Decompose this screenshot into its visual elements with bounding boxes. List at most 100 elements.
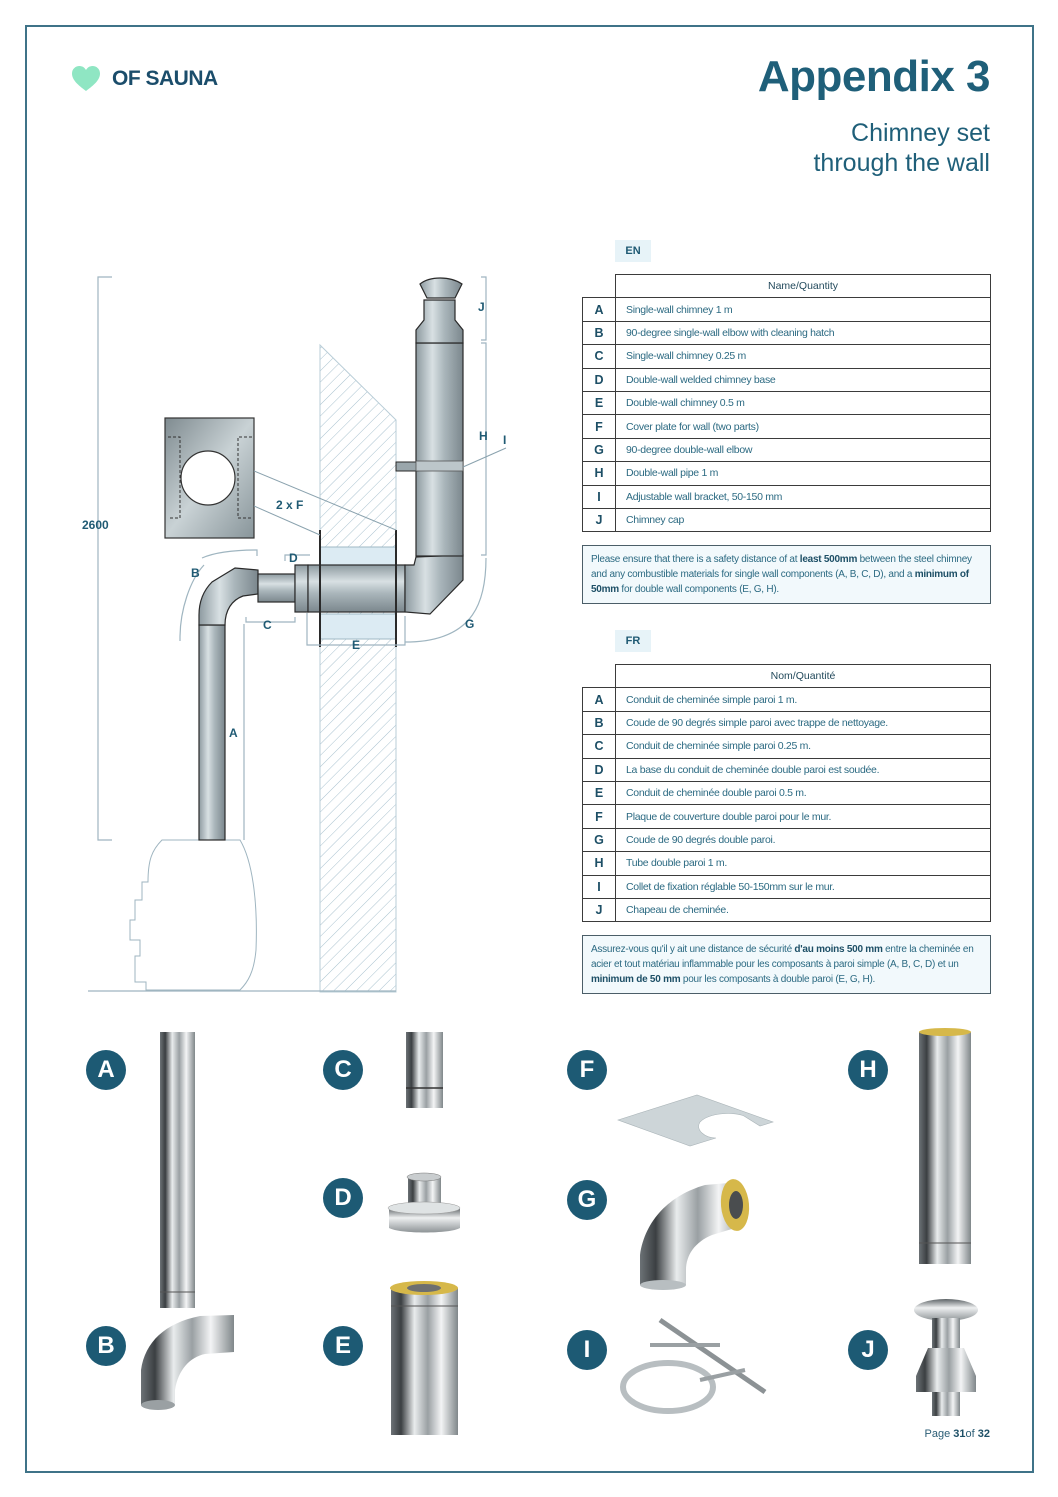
row-description: Double-wall welded chimney base xyxy=(615,367,991,392)
part-f-cover-plate xyxy=(617,1094,774,1147)
label-i: I xyxy=(503,433,506,447)
chimney-installation-diagram: 2600 J H I 2 x F D xyxy=(82,276,507,993)
stove-outline xyxy=(129,839,257,991)
elbow-g xyxy=(404,554,464,615)
part-d-chimney-base xyxy=(387,1172,461,1233)
elbow-b xyxy=(198,567,259,626)
safety-note-en: Please ensure that there is a safety dis… xyxy=(582,545,991,604)
row-letter: B xyxy=(582,710,616,736)
page-of: of xyxy=(965,1428,978,1440)
row-description: Chimney cap xyxy=(615,507,991,533)
part-i-wall-bracket xyxy=(620,1317,767,1414)
note-bold: minimum of 50mm xyxy=(591,569,969,595)
part-g-double-wall-elbow xyxy=(640,1179,750,1290)
safety-note-fr: Assurez-vous qu'il y ait une distance de… xyxy=(582,935,991,994)
base-d xyxy=(294,564,309,613)
note-text: Please ensure that there is a safety dis… xyxy=(591,554,800,565)
row-letter: G xyxy=(582,827,616,853)
row-letter: D xyxy=(582,757,616,782)
note-bold: least 500mm xyxy=(799,554,858,565)
label-j: J xyxy=(478,300,485,314)
part-h-double-wall-pipe xyxy=(919,1028,971,1264)
label-h: H xyxy=(479,429,488,443)
row-description: Coude de 90 degrés simple paroi avec tra… xyxy=(615,710,991,736)
row-description: La base du conduit de cheminée double pa… xyxy=(615,757,991,782)
part-a-single-wall-pipe xyxy=(160,1032,195,1308)
table-header-empty xyxy=(582,274,616,299)
table-header-empty xyxy=(582,664,616,689)
subtitle-line-2: through the wall xyxy=(813,149,990,177)
badge-b: B xyxy=(86,1326,126,1366)
chimney-cap-j xyxy=(415,299,464,344)
part-j-chimney-cap xyxy=(914,1299,978,1416)
page-subtitle: Chimney set through the wall xyxy=(813,118,990,178)
row-description: Conduit de cheminée simple paroi 1 m. xyxy=(615,687,991,712)
table-header-name: Name/Quantity xyxy=(615,273,991,299)
label-b: B xyxy=(191,566,200,580)
row-description: Double-wall chimney 0.5 m xyxy=(615,390,991,416)
row-description: Single-wall chimney 1 m xyxy=(615,297,991,322)
badge-g: G xyxy=(567,1180,607,1220)
cover-plate-detail xyxy=(164,417,397,539)
row-letter: E xyxy=(582,390,616,416)
page-number: Page 31of 32 xyxy=(925,1428,990,1440)
row-description: 90-degree double-wall elbow xyxy=(615,437,991,463)
parts-illustrations xyxy=(141,1028,978,1435)
label-i-leader xyxy=(462,447,507,468)
label-f: 2 x F xyxy=(276,498,303,512)
note-text: Assurez-vous qu'il y ait une distance de… xyxy=(591,944,795,955)
part-c-short-pipe xyxy=(406,1032,443,1108)
table-header-row: Nom/Quantité xyxy=(582,663,991,689)
page-title: Appendix 3 xyxy=(757,52,991,101)
row-letter: H xyxy=(582,851,616,876)
row-letter: H xyxy=(582,461,616,486)
row-description: Cover plate for wall (two parts) xyxy=(615,414,991,439)
badge-h: H xyxy=(848,1050,888,1090)
note-bold: minimum de 50 mm xyxy=(591,974,681,985)
badge-f: F xyxy=(567,1050,607,1090)
row-description: Conduit de cheminée simple paroi 0.25 m. xyxy=(615,734,991,759)
row-letter: A xyxy=(582,297,616,322)
pipe-a xyxy=(198,624,226,841)
pipe-h xyxy=(415,342,464,557)
label-e: E xyxy=(352,638,360,652)
label-d: D xyxy=(289,551,298,565)
row-letter: I xyxy=(582,484,616,509)
row-description: Plaque de couverture double paroi pour l… xyxy=(615,804,991,829)
label-c: C xyxy=(263,618,272,632)
row-description: Chapeau de cheminée. xyxy=(615,897,991,923)
brand-name: OF SAUNA xyxy=(112,67,218,90)
row-description: Conduit de cheminée double paroi 0.5 m. xyxy=(615,780,991,806)
row-letter: B xyxy=(582,320,616,346)
lang-tag-fr: FR xyxy=(615,630,651,652)
row-letter: G xyxy=(582,437,616,463)
row-letter: I xyxy=(582,874,616,899)
row-letter: C xyxy=(582,344,616,369)
badge-j: J xyxy=(848,1330,888,1370)
table-header-row: Name/Quantity xyxy=(582,273,991,299)
row-description: Collet de fixation réglable 50-150mm sur… xyxy=(615,874,991,899)
pipe-c xyxy=(257,573,296,603)
badge-i: I xyxy=(567,1330,607,1370)
page-current: 31 xyxy=(953,1428,966,1440)
